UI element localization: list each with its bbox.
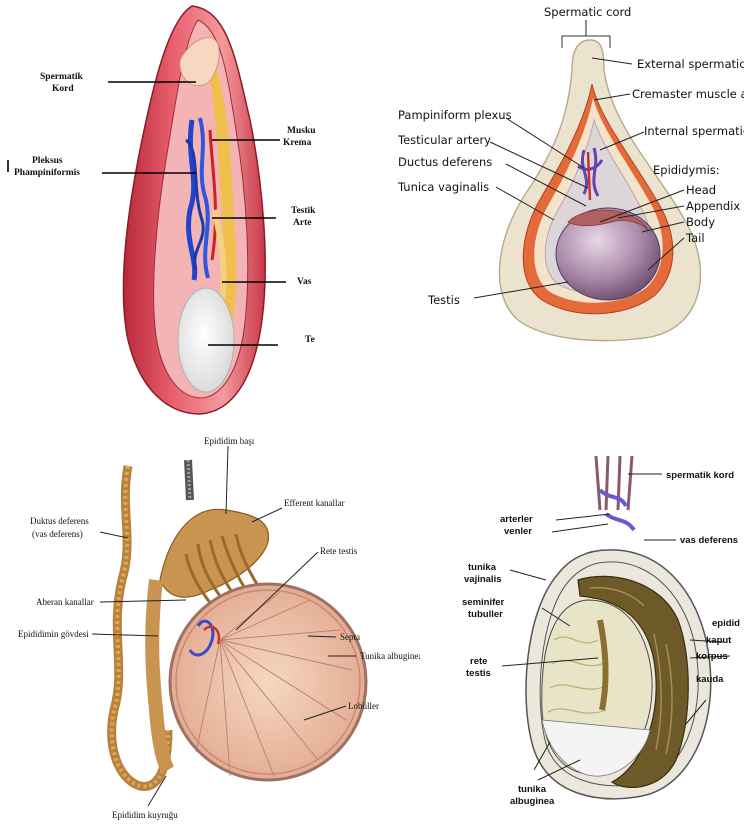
label-external-spermatic: External spermatic	[637, 57, 744, 71]
label-tail: Tail	[685, 231, 705, 245]
label-body: Body	[686, 215, 715, 229]
label-appendix: Appendix	[686, 199, 740, 213]
label-tunika-albuginea-2: albuginea	[510, 796, 555, 807]
label-rete-testis: Rete testis	[320, 546, 358, 556]
label-korpus: korpus	[696, 651, 728, 662]
label-aberan-kanallar: Aberan kanallar	[36, 597, 94, 607]
label-venler: venler	[504, 526, 532, 537]
label-tunika-albuginea: tunika	[518, 784, 547, 795]
label-tunika-vajinalis: tunika	[468, 562, 497, 573]
label-rete-testis-2: testis	[466, 668, 491, 679]
label-tunika-albuginea: Tunika albuginea	[360, 651, 420, 661]
label-testis: Testis	[427, 293, 460, 307]
label-spermatik-kord-2: Kord	[52, 84, 74, 94]
label-tunica-vaginalis: Tunica vaginalis	[397, 180, 489, 194]
panel-epididymis-detail: Epididim başı Efferent kanallar Duktus d…	[0, 430, 420, 824]
scrotum-cross-section-illustration: Spermatic cord External spermatic Cremas…	[372, 0, 744, 420]
label-vas: Vas	[297, 277, 312, 287]
label-muskulus: Musku	[287, 126, 316, 136]
label-ductus-deferens: Ductus deferens	[398, 155, 492, 169]
panel-testis-section: spermatik kord arterler venler vas defer…	[430, 430, 744, 824]
label-epididim-basi: Epididim başı	[204, 436, 255, 446]
label-internal-spermatic: Internal spermatic	[644, 124, 744, 138]
label-testikuler: Testik	[291, 206, 316, 216]
label-kauda: kauda	[696, 674, 724, 685]
panel-spermatic-cord-section: Spermatik Kord Pleksus Phampiniformis Mu…	[0, 0, 372, 420]
label-epididymis: Epididymis:	[653, 163, 720, 177]
label-epididimin-govdesi: Epididimin gövdesi	[18, 629, 89, 639]
label-cremaster: Cremaster muscle ar	[632, 87, 744, 101]
label-muskulus-2: Krema	[283, 138, 312, 148]
label-septa: Septa	[340, 632, 360, 642]
spermatic-cord-illustration: Spermatik Kord Pleksus Phampiniformis Mu…	[0, 0, 372, 420]
label-lobuller: Lobüller	[348, 701, 379, 711]
label-seminifer-tubuller: seminifer	[462, 597, 505, 608]
panel-scrotum-section: Spermatic cord External spermatic Cremas…	[372, 0, 744, 420]
label-spermatik-kord: Spermatik	[40, 72, 83, 82]
label-vas-deferens: vas deferens	[680, 535, 738, 546]
epididymis-detail-illustration: Epididim başı Efferent kanallar Duktus d…	[0, 430, 420, 824]
label-testikuler-2: Arte	[293, 218, 311, 228]
label-duktus-deferens: Duktus deferens	[30, 516, 89, 526]
label-pampiniform-plexus: Pampiniform plexus	[398, 108, 512, 122]
label-spermatic-cord: Spermatic cord	[544, 5, 631, 19]
label-epididimis: epidid	[712, 618, 740, 629]
label-rete-testis: rete	[470, 656, 487, 667]
testis-section-illustration: spermatik kord arterler venler vas defer…	[430, 430, 744, 824]
label-efferent-kanallar: Efferent kanallar	[284, 498, 345, 508]
label-testicular-artery: Testicular artery	[397, 133, 491, 147]
label-seminifer-tubuller-2: tubuller	[468, 609, 503, 620]
label-tunika-vajinalis-2: vajinalis	[464, 574, 502, 585]
label-arterler: arterler	[500, 514, 533, 525]
label-kaput: kaput	[706, 635, 732, 646]
label-pleksus-2: Phampiniformis	[14, 168, 80, 178]
label-epididim-kuyrugu: Epididim kuyruğu	[112, 810, 178, 820]
label-head: Head	[686, 183, 716, 197]
label-testis: Te	[305, 335, 315, 345]
label-spermatik-kord: spermatik kord	[666, 470, 734, 481]
label-vas-deferens: (vas deferens)	[32, 529, 83, 539]
label-pleksus: Pleksus	[32, 156, 63, 166]
